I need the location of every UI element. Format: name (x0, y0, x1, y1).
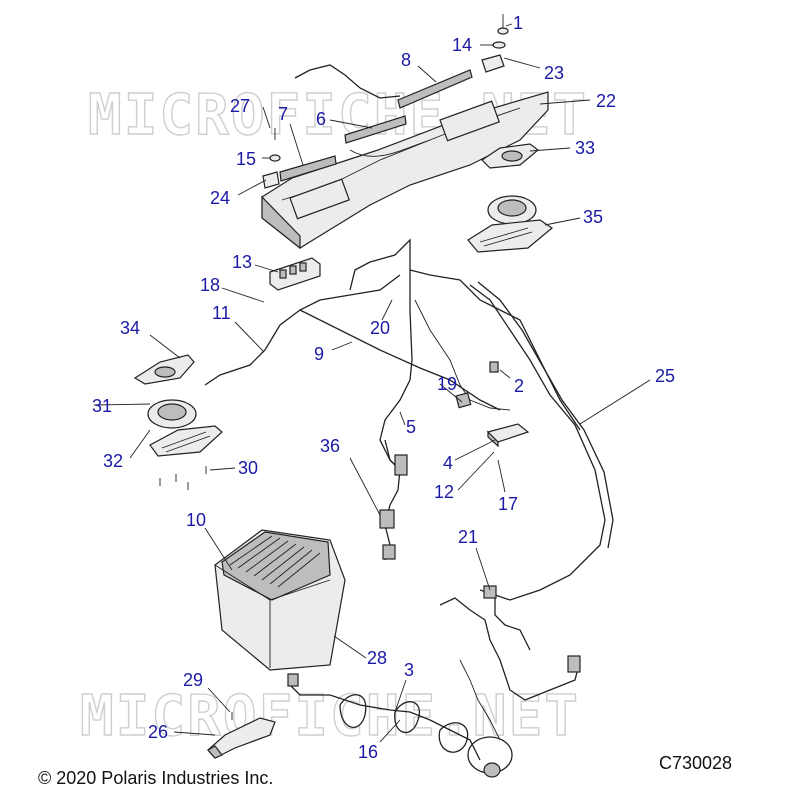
callout-15: 15 (236, 149, 256, 169)
overhead-console (261, 91, 549, 250)
callout-24: 24 (210, 188, 230, 208)
callout-1: 1 (513, 13, 523, 33)
callout-30: 30 (238, 458, 258, 478)
switch-bank-13 (269, 257, 321, 291)
callout-21: 21 (458, 527, 478, 547)
speaker-bracket-34 (133, 354, 195, 385)
speaker-32 (147, 399, 223, 457)
harness-36 (379, 439, 408, 561)
callout-31: 31 (92, 396, 112, 416)
harness-21 (439, 585, 581, 741)
callout-28: 28 (367, 648, 387, 668)
callout-33: 33 (575, 138, 595, 158)
callout-10: 10 (186, 510, 206, 530)
callout-4: 4 (443, 453, 453, 473)
trim-strip-8 (397, 69, 473, 109)
sensor-2 (489, 361, 499, 373)
callout-25: 25 (655, 366, 675, 386)
callout-11: 11 (212, 303, 231, 323)
callout-labels: 1 2 3 4 5 6 7 8 9 10 11 12 13 14 15 16 1… (92, 13, 675, 762)
callout-2: 2 (514, 376, 524, 396)
callout-18: 18 (200, 275, 220, 295)
callout-20: 20 (370, 318, 390, 338)
harness-3 (287, 673, 513, 778)
harness-25-outer (477, 281, 614, 549)
callout-22: 22 (596, 91, 616, 111)
callout-17: 17 (498, 494, 518, 514)
trim-strip-7 (279, 155, 337, 182)
callout-14: 14 (452, 35, 472, 55)
callout-27: 27 (230, 96, 250, 116)
harness-top-run (409, 269, 581, 431)
harness-9 (299, 309, 501, 411)
module-4 (486, 423, 530, 448)
fastener-set-top (262, 14, 509, 189)
callout-6: 6 (316, 109, 326, 129)
callout-12: 12 (434, 482, 454, 502)
callout-19: 19 (437, 374, 457, 394)
speaker-bracket-33 (481, 143, 539, 169)
callout-5: 5 (406, 417, 416, 437)
bracket-26 (207, 717, 276, 759)
harness-11 (204, 274, 401, 386)
console-harness (294, 64, 401, 99)
screws-30 (159, 466, 207, 490)
speaker-35 (467, 195, 554, 253)
trim-strip-6 (344, 115, 407, 144)
harness-loop-5 (414, 299, 511, 411)
harness-25 (469, 284, 606, 601)
copyright-text: © 2020 Polaris Industries Inc. (38, 768, 273, 788)
callout-16: 16 (358, 742, 378, 762)
figure-id: C730028 (659, 753, 732, 773)
callout-35: 35 (583, 207, 603, 227)
battery-box-10 (214, 529, 346, 671)
leader-lines (93, 23, 651, 743)
callout-34: 34 (120, 318, 140, 338)
callout-7: 7 (278, 104, 288, 124)
callout-23: 23 (544, 63, 564, 83)
callout-3: 3 (404, 660, 414, 680)
connector-19 (455, 392, 472, 409)
callout-26: 26 (148, 722, 168, 742)
callout-13: 13 (232, 252, 252, 272)
callout-8: 8 (401, 50, 411, 70)
callout-36: 36 (320, 436, 340, 456)
callout-29: 29 (183, 670, 203, 690)
callout-9: 9 (314, 344, 324, 364)
harness-20 (349, 238, 413, 471)
callout-32: 32 (103, 451, 123, 471)
